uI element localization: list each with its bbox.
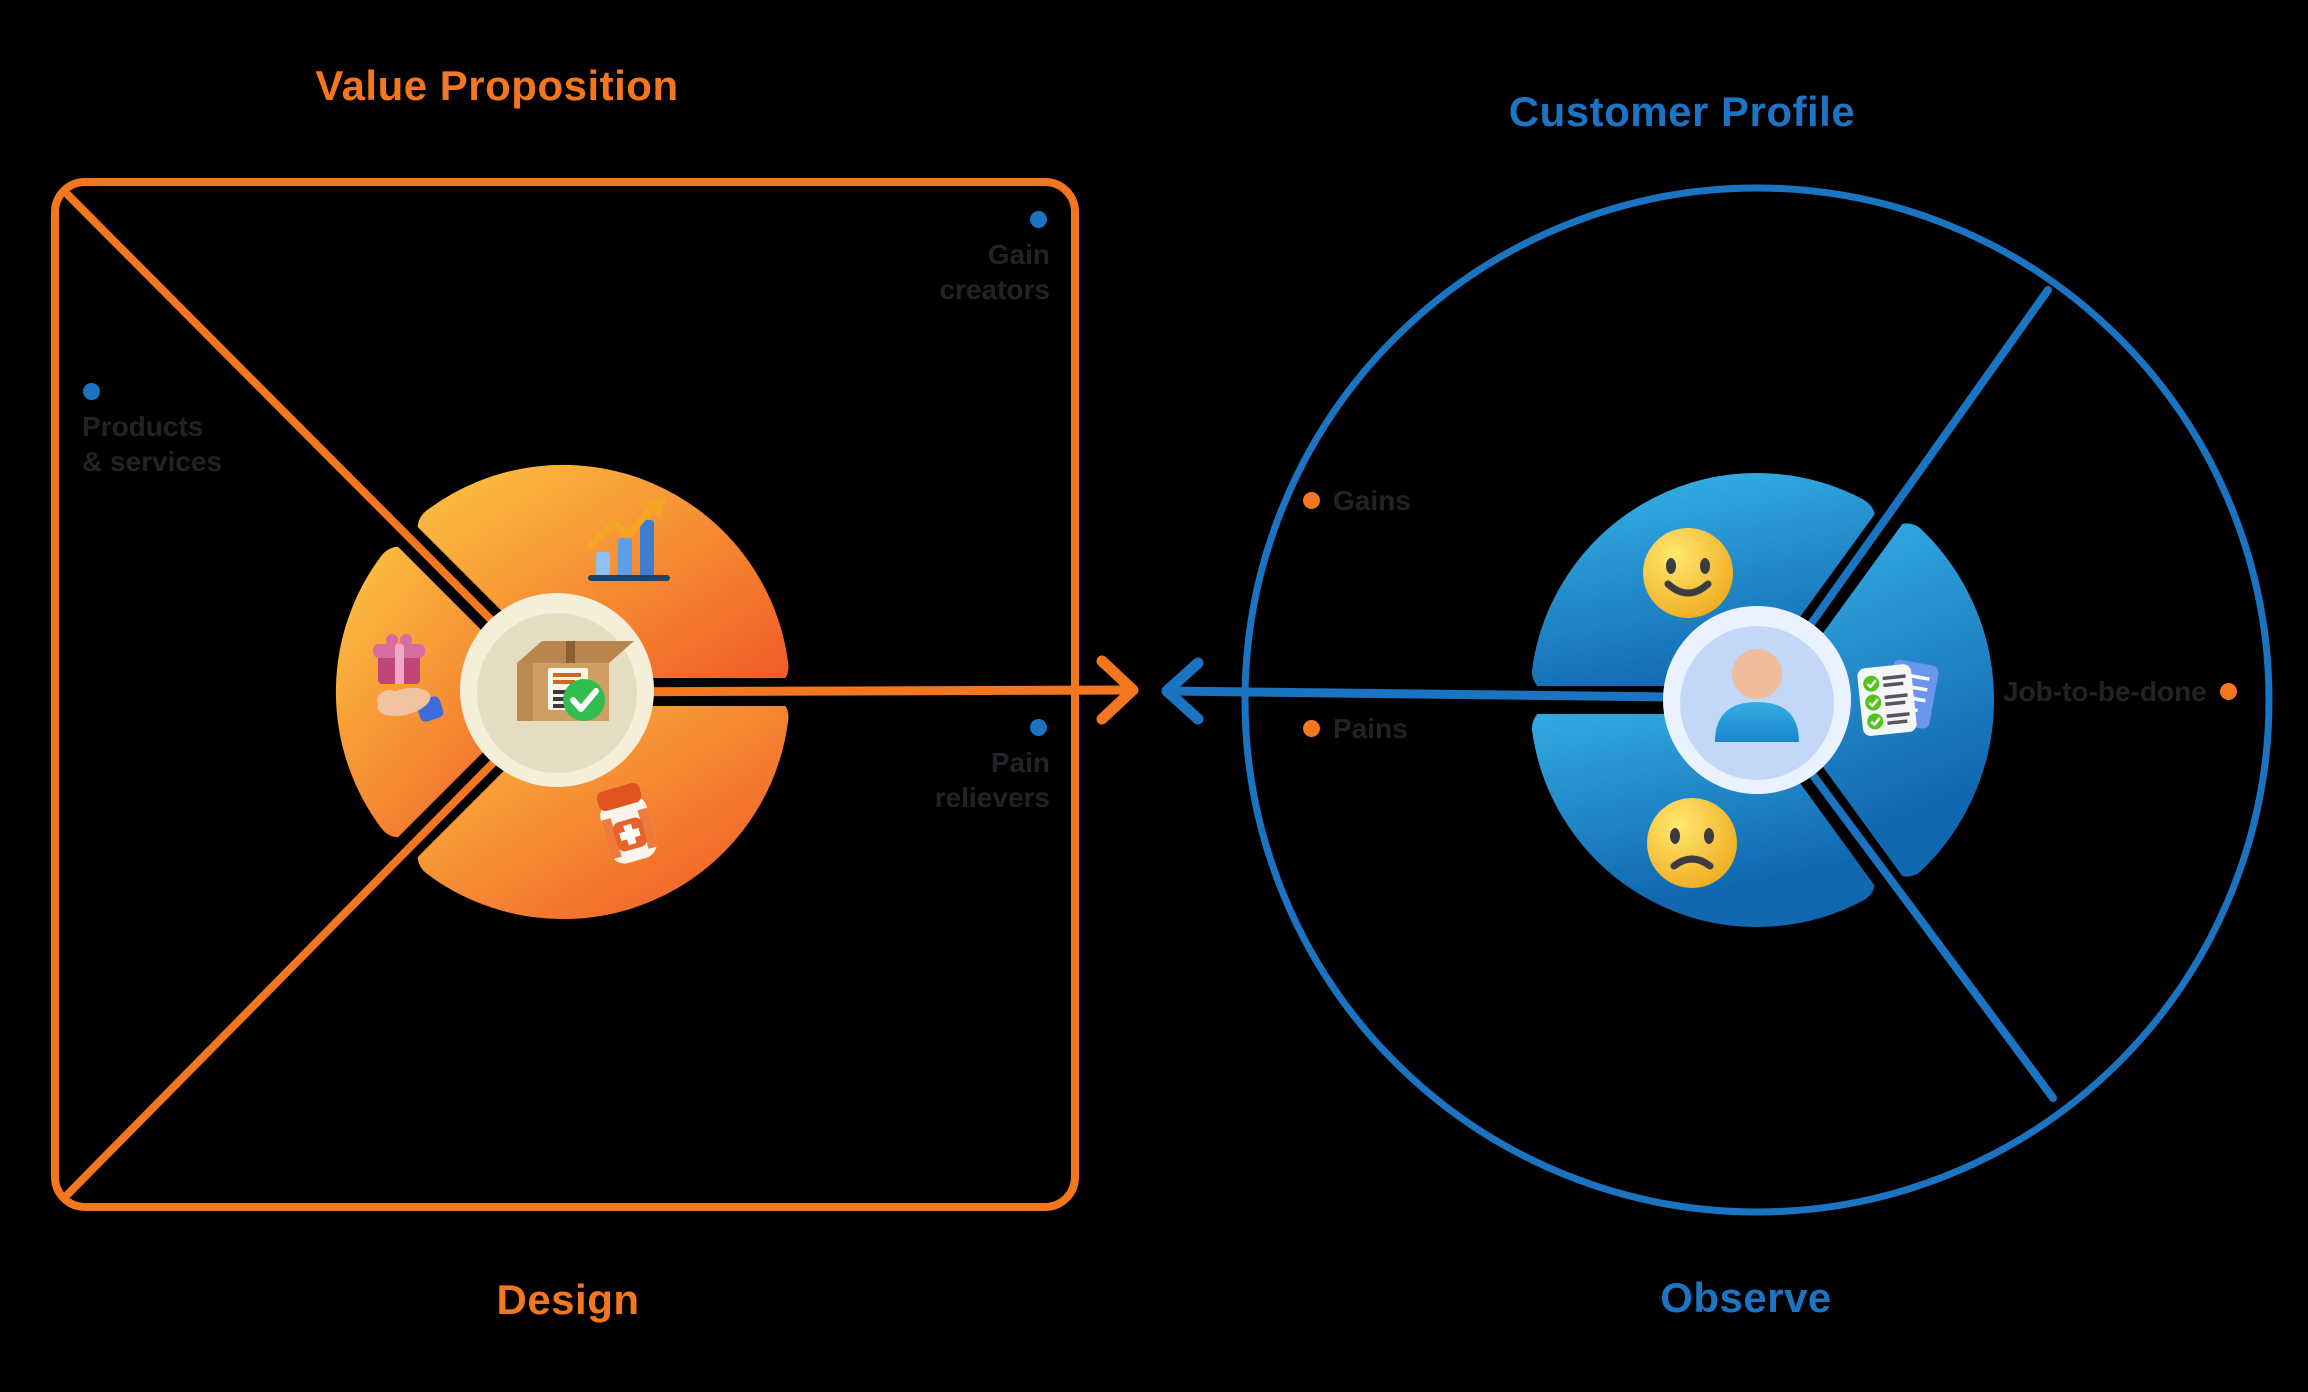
products-services-label: Products & services	[82, 383, 322, 479]
blue-left-arrow-icon	[1161, 657, 1204, 725]
value-proposition-lines	[64, 191, 1139, 1198]
pain-relievers-label: Pain relievers	[850, 719, 1050, 815]
customer-center-circle	[1663, 606, 1851, 794]
bar-chart-icon	[586, 496, 670, 581]
sad-emoji-icon	[1647, 798, 1737, 888]
products-services-line2: & services	[82, 446, 223, 477]
pain-relievers-dot	[1030, 719, 1047, 736]
job-to-be-done-dot	[2219, 683, 2237, 700]
gains-label: Gains	[1303, 483, 1411, 518]
pains-label: Pains	[1303, 711, 1408, 746]
gains-text: Gains	[1333, 485, 1411, 516]
design-label: Design	[496, 1276, 640, 1323]
job-to-be-done-text: Job-to-be-done	[2003, 676, 2207, 707]
happy-emoji-icon	[1643, 528, 1733, 618]
gain-creators-line2: creators	[939, 274, 1050, 305]
petal-gain-creators	[417, 464, 789, 714]
products-services-dot	[83, 383, 100, 400]
customer-profile-circle	[1241, 184, 2273, 1216]
value-proposition-title: Value Proposition	[315, 62, 679, 109]
pain-relievers-line2: relievers	[934, 782, 1050, 813]
gain-creators-dot	[1030, 211, 1047, 228]
gain-creators-label: Gain creators	[850, 211, 1050, 307]
medicine-bottle-icon	[596, 782, 659, 864]
gain-creators-line1: Gain	[987, 239, 1050, 270]
pains-text: Pains	[1333, 713, 1408, 744]
products-center-circle	[460, 593, 654, 787]
customer-profile-title: Customer Profile	[1508, 88, 1856, 135]
gift-in-hand-icon	[373, 634, 444, 722]
products-services-line1: Products	[82, 411, 204, 442]
pain-relievers-line1: Pain	[990, 747, 1050, 778]
job-to-be-done-label: Job-to-be-done	[2003, 674, 2237, 709]
checklist-icon	[1857, 659, 1939, 736]
orange-right-arrow-icon	[1096, 655, 1139, 725]
package-box-check-icon	[517, 641, 634, 721]
observe-label: Observe	[1660, 1274, 1832, 1321]
pains-dot	[1303, 720, 1320, 737]
gains-dot	[1303, 492, 1320, 509]
person-icon	[1715, 649, 1799, 742]
